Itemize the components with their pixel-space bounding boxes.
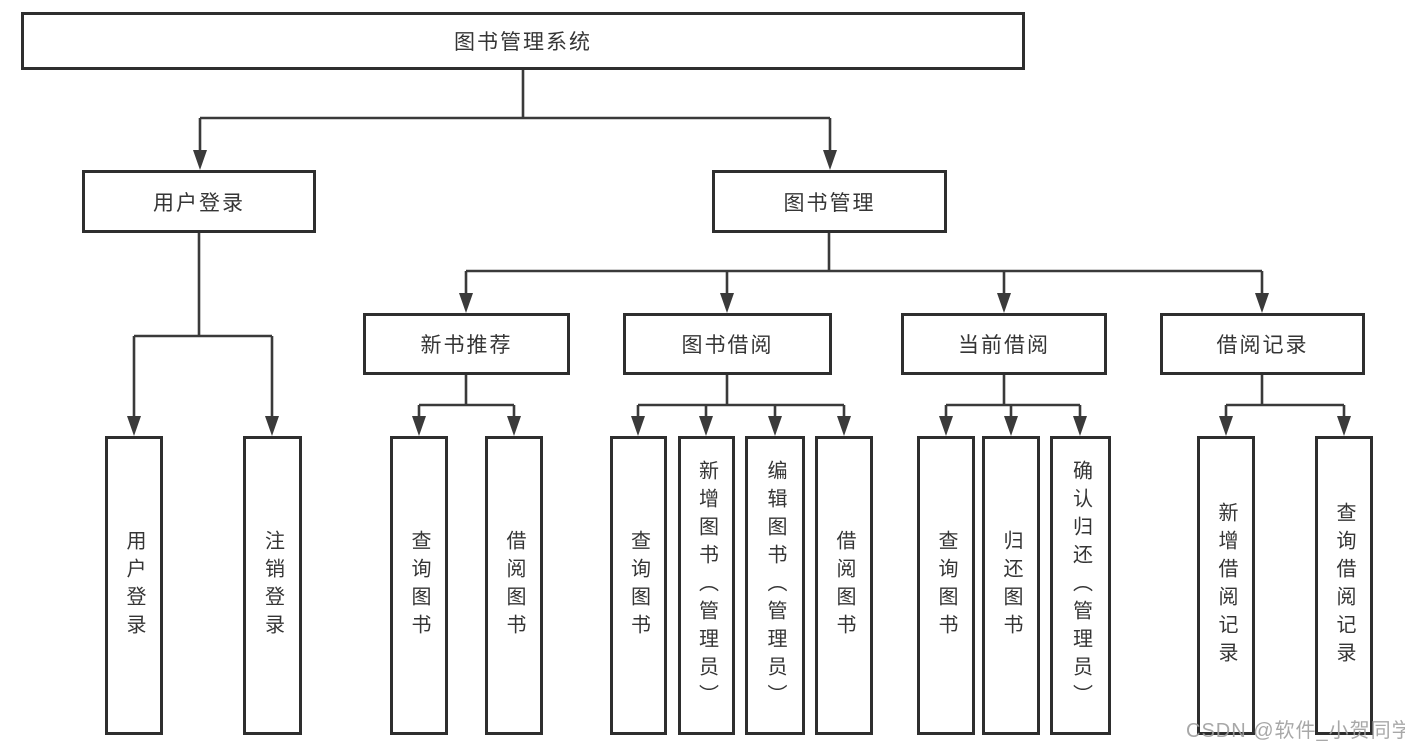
leaf-borrow-books-recommend: 借阅图书 [485, 436, 543, 735]
leaf-logout: 注销登录 [243, 436, 302, 735]
arrow-down-icon [768, 416, 782, 436]
connector-book-mgmt-bus [464, 233, 1264, 297]
leaf-query-books-current: 查询图书 [917, 436, 975, 735]
arrow-down-icon [1004, 416, 1018, 436]
arrow-down-icon [193, 150, 207, 170]
arrow-down-icon [459, 293, 473, 313]
connector-new-book-branch [417, 375, 516, 420]
node-book-borrowing: 图书借阅 [623, 313, 832, 375]
connector-user-login-branch [132, 233, 274, 420]
leaf-query-books-recommend: 查询图书 [390, 436, 448, 735]
arrow-down-icon [939, 416, 953, 436]
arrow-down-icon [265, 416, 279, 436]
arrow-down-icon [1073, 416, 1087, 436]
node-book-management: 图书管理 [712, 170, 947, 233]
arrow-down-icon [127, 416, 141, 436]
arrow-down-icon [699, 416, 713, 436]
arrow-down-icon [1219, 416, 1233, 436]
arrow-down-icon [823, 150, 837, 170]
leaf-borrow-books: 借阅图书 [815, 436, 873, 735]
leaf-return-books: 归还图书 [982, 436, 1040, 735]
connector-current-borrow-branch [944, 375, 1082, 420]
arrow-down-icon [720, 293, 734, 313]
node-current-borrowing: 当前借阅 [901, 313, 1107, 375]
connector-root-to-level2 [198, 70, 832, 154]
arrow-down-icon [997, 293, 1011, 313]
connector-book-borrow-branch [636, 375, 846, 420]
leaf-query-books-borrowing: 查询图书 [610, 436, 667, 735]
arrowheads [127, 150, 1351, 436]
arrow-down-icon [631, 416, 645, 436]
node-user-login: 用户登录 [82, 170, 316, 233]
arrow-down-icon [507, 416, 521, 436]
connector-strokes [132, 70, 1346, 420]
leaf-add-books-admin: 新增图书（管理员） [678, 436, 735, 735]
arrow-down-icon [837, 416, 851, 436]
leaf-query-borrow-record: 查询借阅记录 [1315, 436, 1373, 735]
node-root-library-system: 图书管理系统 [21, 12, 1025, 70]
leaf-confirm-return-admin: 确认归还（管理员） [1050, 436, 1111, 735]
leaf-user-login: 用户登录 [105, 436, 163, 735]
csdn-watermark: CSDN @软件_小贺同学 [1186, 720, 1405, 742]
arrow-down-icon [412, 416, 426, 436]
node-new-book-recommend: 新书推荐 [363, 313, 570, 375]
arrow-down-icon [1255, 293, 1269, 313]
arrow-down-icon [1337, 416, 1351, 436]
leaf-add-borrow-record: 新增借阅记录 [1197, 436, 1255, 735]
node-borrowing-records: 借阅记录 [1160, 313, 1365, 375]
connector-borrow-records-branch [1224, 375, 1346, 420]
leaf-edit-books-admin: 编辑图书（管理员） [745, 436, 805, 735]
